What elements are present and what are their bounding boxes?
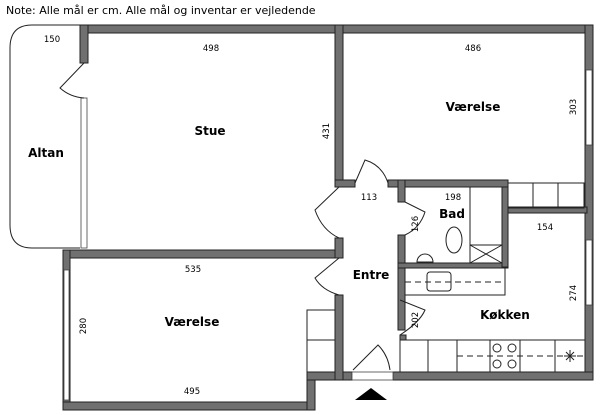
doors bbox=[59, 62, 426, 371]
windows bbox=[63, 69, 593, 401]
room-label-altan: Altan bbox=[28, 146, 64, 160]
dim-bad-height: 126 bbox=[411, 216, 421, 232]
dim-entre-height: 202 bbox=[411, 312, 421, 328]
dim-vaerelse1-width: 486 bbox=[465, 44, 481, 54]
room-label-entre: Entre bbox=[353, 268, 390, 282]
walls bbox=[62, 24, 594, 411]
room-label-vaerelse-2: Værelse bbox=[165, 315, 220, 329]
room-label-bad: Bad bbox=[439, 207, 465, 221]
dim-vaerelse2-top-width: 535 bbox=[185, 265, 201, 275]
dim-vaerelse1-height: 303 bbox=[569, 99, 579, 115]
floorplan-note: Note: Alle mål er cm. Alle mål og invent… bbox=[6, 4, 316, 17]
dim-vaerelse2-height: 280 bbox=[79, 318, 89, 334]
dim-altan-width: 150 bbox=[44, 35, 60, 45]
fixtures bbox=[306, 182, 586, 373]
room-label-stue: Stue bbox=[194, 124, 225, 138]
dim-vaerelse2-bottom-width: 495 bbox=[184, 387, 200, 397]
entrance-arrow-icon bbox=[355, 388, 387, 400]
dim-stue-width: 498 bbox=[203, 44, 219, 54]
dim-entre-width: 113 bbox=[361, 193, 377, 203]
dim-stue-height: 431 bbox=[322, 123, 332, 139]
dim-kokken-width: 154 bbox=[537, 223, 553, 233]
room-label-vaerelse-1: Værelse bbox=[446, 100, 501, 114]
balcony-outline bbox=[9, 24, 80, 249]
dim-bad-width: 198 bbox=[445, 193, 461, 203]
dim-kokken-height: 274 bbox=[569, 285, 579, 301]
room-label-kokken: Køkken bbox=[480, 308, 530, 322]
